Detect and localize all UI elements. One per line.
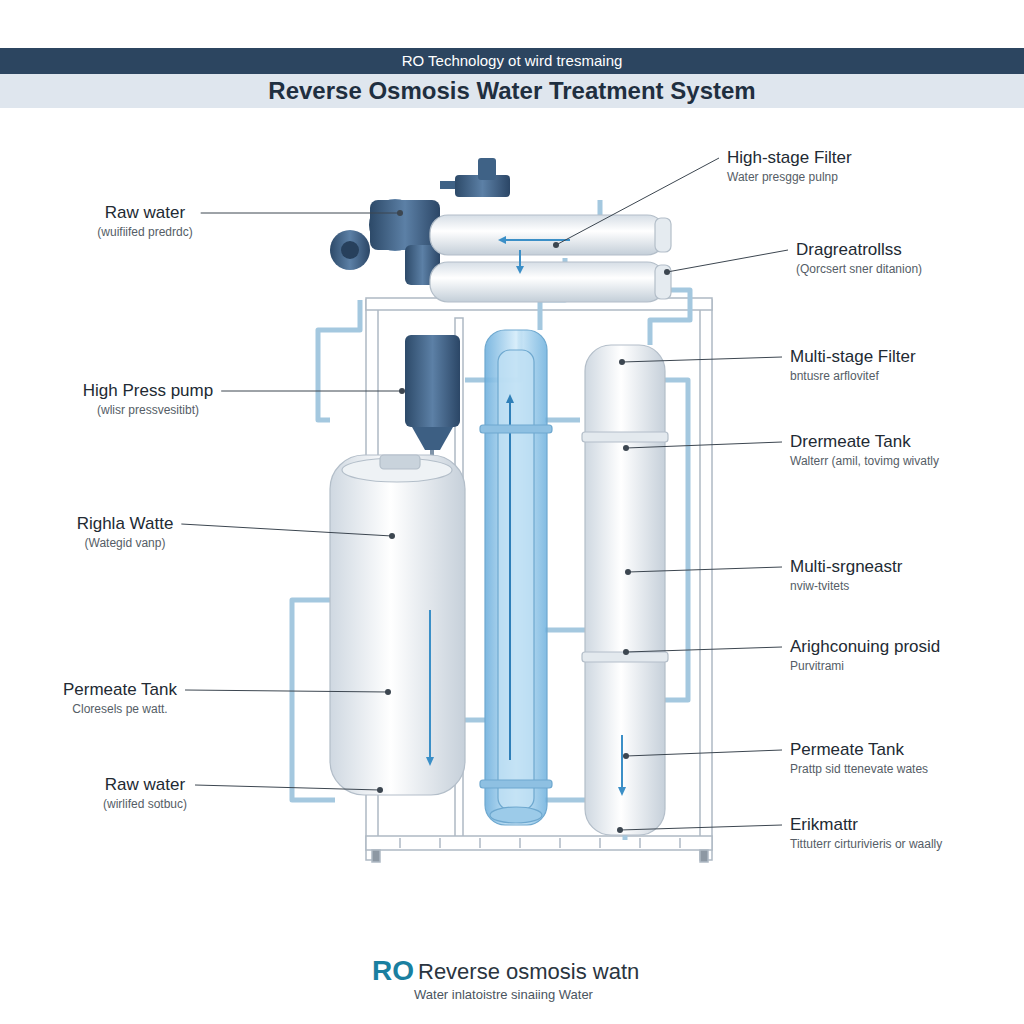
leader-dot <box>623 649 629 655</box>
callout-heading: Multi-stage Filter <box>790 346 916 368</box>
leader-dot <box>664 269 670 275</box>
callout-note: Tittuterr cirturivieris or waally <box>790 836 942 852</box>
callout: Raw water(wirlifed sotbuc) <box>103 774 187 812</box>
callout-note: nviw-tvitets <box>790 578 902 594</box>
pre-filter-housing <box>405 335 460 470</box>
callout-note: Walterr (amil, tovimg wivatly <box>790 453 939 469</box>
callout: Multi-srgneastrnviw-tvitets <box>790 556 902 594</box>
callout: Raw water(wuifiifed predrdc) <box>97 202 192 240</box>
leader-dot <box>397 210 403 216</box>
leader-line <box>185 690 388 692</box>
callout-heading: High Press pump <box>83 380 213 402</box>
banner-subtitle: RO Technology ot wird tresmaing <box>0 49 1024 73</box>
leader-dot <box>399 388 405 394</box>
callout-heading: Multi-srgneastr <box>790 556 902 578</box>
leader-dot <box>553 242 559 248</box>
blue-column <box>480 330 552 825</box>
left-tank <box>330 455 465 795</box>
callout-heading: Arighconuing prosid <box>790 636 940 658</box>
callout-heading: Raw water <box>97 202 192 224</box>
callout: Permeate TankCloresels pe watt. <box>63 679 177 717</box>
callout-heading: Dragreatrollss <box>796 239 922 261</box>
callout-note: (wuifiifed predrdc) <box>97 224 192 240</box>
callout-heading: Drermeate Tank <box>790 431 939 453</box>
caption-note: Water inlatoistre sinaiing Water <box>414 986 593 1004</box>
callout: Multi-stage Filterbntusre arflovitef <box>790 346 916 384</box>
leader-line <box>626 750 782 756</box>
callout-note: Cloresels pe watt. <box>63 701 177 717</box>
callout-heading: High-stage Filter <box>727 147 852 169</box>
callout: ErikmattrTittuterr cirturivieris or waal… <box>790 814 942 852</box>
callout-heading: Raw water <box>103 774 187 796</box>
callout-note: bntusre arflovitef <box>790 368 916 384</box>
callout: Permeate TankPrattp sid ttenevate wates <box>790 739 928 777</box>
callout: Arighconuing prosidPurvitrami <box>790 636 940 674</box>
leader-dot <box>617 827 623 833</box>
leader-dot <box>623 445 629 451</box>
ro-logo: RO <box>372 955 414 987</box>
leader-line <box>201 213 400 214</box>
callout-note: (wlisr pressvesitibt) <box>83 402 213 418</box>
callout: High Press pump(wlisr pressvesitibt) <box>83 380 213 418</box>
leader-dot <box>389 533 395 539</box>
leader-dot <box>619 359 625 365</box>
callout-note: Water presgge pulnp <box>727 169 852 185</box>
leader-line <box>221 391 402 392</box>
caption: Reverse osmosis watn <box>418 958 639 986</box>
callout: Righla Watte(Wategid vanp) <box>77 513 174 551</box>
callout: Drermeate TankWalterr (amil, tovimg wiva… <box>790 431 939 469</box>
leader-line <box>622 357 782 362</box>
title: Reverse Osmosis Water Treatment System <box>0 75 1024 107</box>
callout-heading: Permeate Tank <box>63 679 177 701</box>
membranes <box>430 215 671 302</box>
leader-line <box>626 442 782 448</box>
callout-heading: Permeate Tank <box>790 739 928 761</box>
callout: Dragreatrollss(Qorcsert sner ditanion) <box>796 239 922 277</box>
leader-line <box>556 158 719 245</box>
callout: High-stage FilterWater presgge pulnp <box>727 147 852 185</box>
leader-line <box>626 647 782 652</box>
leader-dot <box>623 753 629 759</box>
leader-line <box>620 825 782 830</box>
leader-line <box>628 567 782 572</box>
callout-note: (Wategid vanp) <box>77 535 174 551</box>
leader-dot <box>377 787 383 793</box>
callout-note: (Qorcsert sner ditanion) <box>796 261 922 277</box>
callout-heading: Erikmattr <box>790 814 942 836</box>
callout-note: Prattp sid ttenevate wates <box>790 761 928 777</box>
pipes <box>292 200 690 840</box>
leader-line <box>181 524 392 536</box>
callout-note: (wirlifed sotbuc) <box>103 796 187 812</box>
leader-dot <box>385 689 391 695</box>
right-column <box>582 345 668 835</box>
callout-heading: Righla Watte <box>77 513 174 535</box>
callout-note: Purvitrami <box>790 658 940 674</box>
leader-dot <box>625 569 631 575</box>
leader-line <box>195 785 380 790</box>
leader-line <box>667 250 788 272</box>
